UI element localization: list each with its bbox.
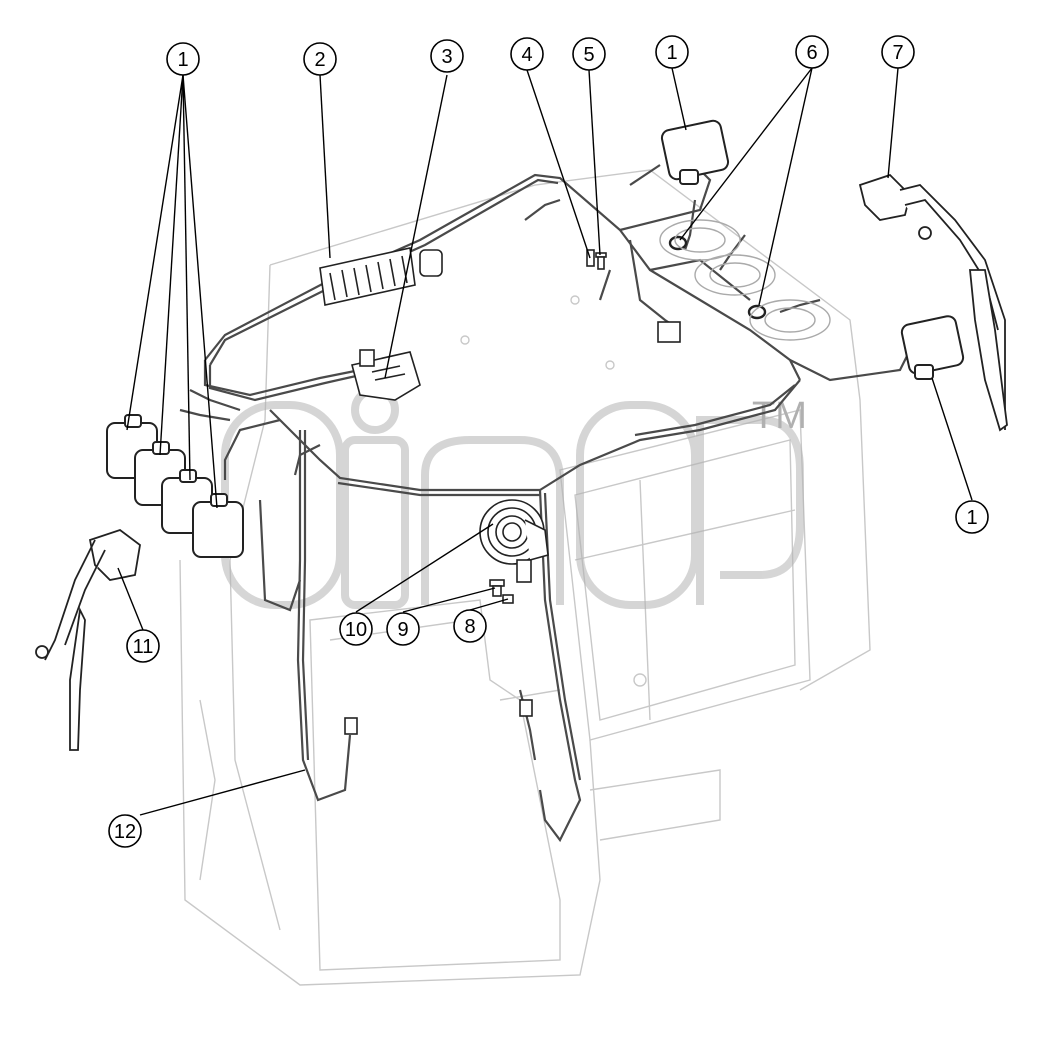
callout-label: 7	[892, 42, 903, 64]
work-lamp	[192, 493, 244, 558]
callout-circle	[386, 612, 420, 646]
callout-circle	[339, 612, 373, 646]
callout-circle	[572, 37, 606, 71]
callout-label: 4	[521, 44, 532, 66]
ground-cable-end	[344, 699, 533, 735]
callout-circle	[108, 814, 142, 848]
callout-c4: 4	[510, 37, 544, 71]
horn	[479, 499, 549, 583]
callout-circle	[955, 500, 989, 534]
wiring-harness	[179, 149, 911, 843]
grommets	[668, 235, 767, 320]
callout-c8: 8	[453, 609, 487, 643]
callout-circle	[881, 35, 915, 69]
callout-c6: 6	[795, 35, 829, 69]
callout-label: 6	[806, 42, 817, 64]
switch-panel	[319, 247, 443, 306]
callout-circle	[453, 609, 487, 643]
callout-c2: 2	[303, 42, 337, 76]
callout-label: 1	[177, 49, 188, 71]
callout-label: 1	[666, 42, 677, 64]
work-lamp-top	[660, 119, 730, 185]
callout-c3: 3	[430, 39, 464, 73]
callout-c10: 10	[339, 612, 373, 646]
callout-label: 2	[314, 49, 325, 71]
callout-circle	[430, 39, 464, 73]
callout-circle	[126, 629, 160, 663]
callout-c1a: 1	[166, 42, 200, 76]
callout-c11: 11	[126, 629, 160, 663]
callout-c5: 5	[572, 37, 606, 71]
work-lamp-right	[900, 315, 965, 380]
callout-circle	[510, 37, 544, 71]
callout-label: 10	[345, 619, 367, 641]
leader-lines	[117, 67, 973, 816]
callout-circle	[166, 42, 200, 76]
horn-bolt	[489, 579, 505, 597]
resistor-part	[586, 249, 595, 267]
callout-c12: 12	[108, 814, 142, 848]
work-lamps-left	[106, 414, 244, 558]
callout-label: 8	[464, 616, 475, 638]
callout-c9: 9	[386, 612, 420, 646]
callout-label: 3	[441, 46, 452, 68]
callout-label: 11	[133, 636, 154, 658]
fan-discs	[659, 219, 831, 341]
callout-circle	[655, 35, 689, 69]
callout-label: 12	[114, 821, 136, 843]
wiper-left	[35, 528, 141, 751]
watermark-tm: TM	[752, 395, 807, 437]
callout-c1c: 1	[955, 500, 989, 534]
callout-label: 9	[397, 619, 408, 641]
callout-label: 1	[966, 507, 977, 529]
callout-c7: 7	[881, 35, 915, 69]
callout-circle	[795, 35, 829, 69]
wiper-right	[858, 173, 1008, 432]
callout-c1b: 1	[655, 35, 689, 69]
bolt-part	[595, 252, 607, 270]
connector-block	[657, 321, 681, 343]
watermark	[221, 386, 804, 609]
callout-circle	[303, 42, 337, 76]
cab-body-outline	[179, 169, 871, 986]
callout-label: 5	[583, 44, 594, 66]
